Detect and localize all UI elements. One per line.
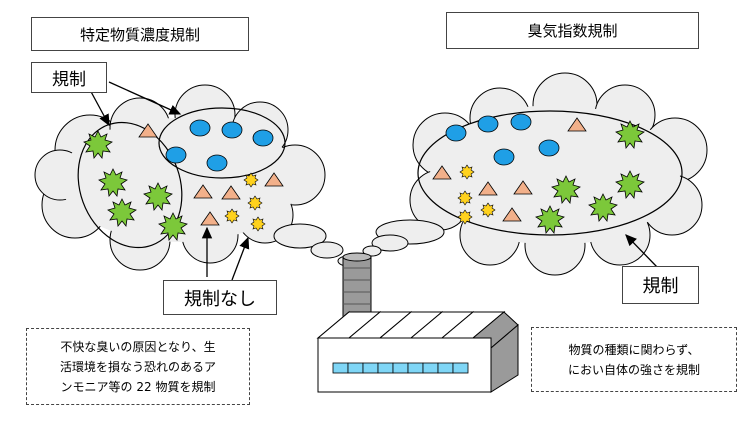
arrow-regulated-blue (108, 81, 182, 115)
regulated-right-label: 規制 (642, 276, 679, 297)
right-blue-particles (445, 113, 560, 166)
unregulated-label-box: 規制なし (163, 280, 277, 315)
left-note-box: 不快な臭いの原因となり、生 活環境を損なう恐れのあるア ンモニア等の 22 物質… (26, 328, 250, 405)
left-blue-particles (165, 119, 274, 172)
blue-group-ellipse (158, 107, 286, 179)
arrow-regulated-right (625, 234, 659, 269)
arrow-regulated-green (88, 87, 110, 127)
right-cloud (409, 72, 708, 276)
left-note-line1: 不快な臭いの原因となり、生 (60, 339, 216, 354)
unregulated-label: 規制なし (184, 288, 256, 310)
left-cloud (34, 84, 326, 271)
arrow-unregulated-2 (231, 236, 250, 281)
left-note-line2: 活環境を損なう恐れのあるア (59, 359, 216, 374)
right-note-line2: におい自体の強さを規制 (567, 362, 700, 377)
left-orange-particles (138, 123, 284, 226)
factory-windows (332, 362, 469, 374)
right-title-box: 臭気指数規制 (446, 12, 699, 49)
arrows (88, 81, 659, 281)
right-note-line1: 物質の種類に関わらず、 (568, 342, 700, 357)
regulated-left-label-box: 規制 (31, 62, 107, 93)
smoke-puffs (273, 219, 445, 267)
left-title: 特定物質濃度規制 (79, 25, 200, 44)
left-title-box: 特定物質濃度規制 (31, 17, 249, 51)
left-note-line3: ンモニア等の 22 物質を規制 (60, 379, 216, 394)
right-inner-ellipse (417, 110, 683, 236)
right-title: 臭気指数規制 (527, 22, 618, 40)
regulated-right-label-box: 規制 (622, 266, 699, 304)
right-particles (432, 113, 645, 234)
regulated-left-label: 規制 (52, 70, 86, 90)
right-orange-particles (432, 117, 587, 222)
factory-icon (316, 252, 519, 393)
left-particles (83, 119, 284, 241)
right-note-box: 物質の種類に関わらず、 におい自体の強さを規制 (531, 327, 737, 392)
